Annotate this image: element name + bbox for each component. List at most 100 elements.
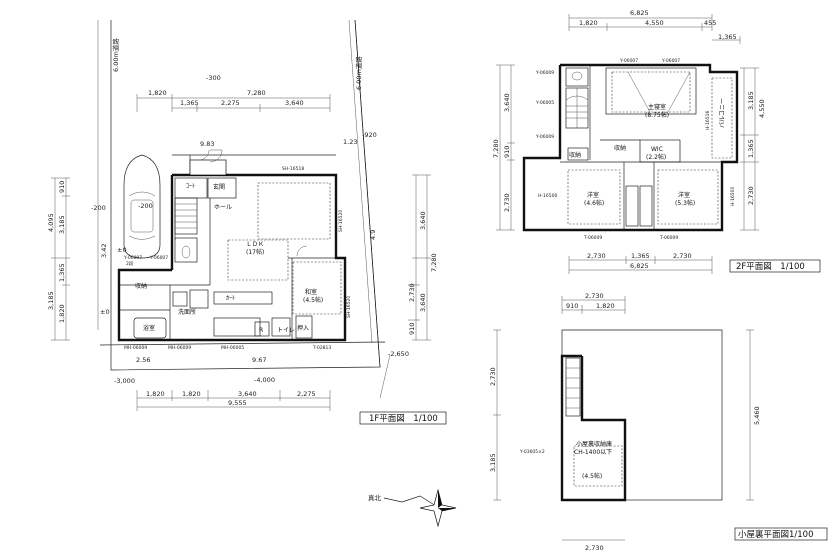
floor2-plan: 6,825 1,820 4,550 455 1,365 2,730 1,365 … — [492, 9, 821, 274]
svg-text:2,275: 2,275 — [297, 390, 316, 398]
svg-text:3,185: 3,185 — [489, 453, 497, 472]
site-boundary — [110, 19, 381, 371]
svg-text:910: 910 — [58, 181, 66, 193]
room-hall: ホール — [214, 204, 232, 211]
room-closet: 押入 — [297, 324, 309, 332]
svg-text:9,555: 9,555 — [228, 399, 247, 407]
f1-left-dims: 4,095 3,185 910 3,185 1,365 1,820 — [47, 177, 70, 341]
room-ldk: ＬＤＫ — [246, 241, 264, 248]
f2-title: 2F平面図 1/100 — [736, 262, 805, 272]
room-fridge: R — [259, 327, 263, 334]
closet-1f — [295, 315, 313, 339]
ldk-area — [227, 239, 289, 281]
svg-text:1,820: 1,820 — [58, 304, 66, 323]
room-storage: 収納 — [135, 282, 147, 290]
f2-labels: 主寝室 (8.75帖) WIC (2.2帖) 洋室 (4.6帖) 洋室 (5.3… — [535, 58, 736, 241]
level-zero-b: ±0 — [100, 308, 110, 316]
svg-text:4,550: 4,550 — [645, 19, 664, 27]
level-bottom-left: -3,000 — [114, 377, 135, 385]
svg-text:MH-06005: MH-06005 — [221, 345, 244, 351]
svg-text:1,365: 1,365 — [631, 252, 650, 260]
f1-title-block: 1F平面図 1/100 — [359, 411, 447, 425]
road-label-right: 6.00m道路 — [354, 56, 363, 90]
f2-left-dims: 3,640 7,280 2,730 910 — [492, 64, 515, 231]
svg-text:3,185: 3,185 — [747, 91, 755, 110]
dim-342: 3.42 — [100, 244, 108, 258]
attic-plan: 2,730 910 1,820 2,730 3,185 5,460 2,730 — [489, 292, 828, 552]
svg-text:Y-06007: Y-06007 — [123, 255, 142, 261]
svg-text:Y-06007: Y-06007 — [149, 255, 168, 261]
attic-room: 小屋裏収納庫 — [576, 440, 612, 448]
svg-text:3,185: 3,185 — [47, 291, 55, 310]
attic-building — [560, 329, 723, 502]
room-japanese-area: (4.5帖) — [303, 296, 323, 304]
svg-text:Y-06005: Y-06005 — [535, 100, 554, 106]
level-car: -200 — [138, 202, 153, 210]
svg-text:H-16516: H-16516 — [705, 111, 711, 130]
f2-building — [522, 63, 739, 232]
f1-labels: ＬＤＫ (17帖) 和室 (4.5帖) 浴室 洗面所 玄関 ホール ｺｰﾄ 収納… — [123, 166, 352, 351]
f1-top-dims: 1,820 7,280 1,365 2,275 3,640 — [136, 89, 331, 112]
svg-text:3,640: 3,640 — [238, 390, 257, 398]
svg-text:3,640: 3,640 — [503, 93, 511, 112]
north-arrow-icon — [383, 495, 437, 507]
svg-text:7,280: 7,280 — [247, 89, 266, 97]
balcony — [711, 77, 733, 159]
svg-text:Y-06009: Y-06009 — [535, 134, 554, 140]
kitchen-counter — [213, 291, 273, 305]
room-japanese: 和室 — [305, 288, 317, 296]
north-arrow: 真北 — [368, 488, 457, 528]
dim-967: 9.67 — [252, 356, 266, 364]
level-left: -200 — [91, 204, 106, 212]
attic-stairs — [565, 357, 581, 417]
svg-text:T-06009: T-06009 — [659, 235, 678, 241]
side-bracket-label: 4.9 — [369, 230, 377, 240]
svg-text:Y-06007: Y-06007 — [619, 58, 638, 64]
room-cloak: ｺｰﾄ — [186, 183, 195, 190]
f2-right-dims: 3,185 4,550 1,365 2,730 — [740, 67, 766, 231]
washbasin — [172, 291, 188, 307]
svg-text:1,820: 1,820 — [182, 390, 201, 398]
room-toilet: トイレ — [277, 327, 295, 334]
f1-right-dims: 3,640 7,280 2,730 3,640 910 — [408, 174, 438, 341]
laundry — [189, 289, 209, 309]
road-edge-bottom — [99, 341, 386, 346]
svg-text:2,730: 2,730 — [587, 252, 606, 260]
attic-title-block: 小屋裏平面図1/100 — [734, 527, 828, 541]
svg-text:2,730: 2,730 — [673, 252, 692, 260]
dim-123: 1.23 — [343, 138, 357, 146]
svg-text:3,640: 3,640 — [419, 293, 427, 312]
svg-text:4,095: 4,095 — [47, 213, 55, 232]
svg-text:2段: 2段 — [126, 260, 134, 267]
level-bottom-mid: -4,000 — [254, 376, 275, 384]
attic-top-dims: 2,730 910 1,820 — [561, 292, 626, 314]
car-icon — [123, 154, 161, 259]
svg-text:2,275: 2,275 — [221, 99, 240, 107]
dim-256: 2.56 — [136, 356, 150, 364]
attic-bottom-dims: 2,730 — [562, 539, 625, 552]
japanese-room — [292, 261, 342, 315]
room-storage-2f-b: 収納 — [614, 144, 626, 152]
level-bottom-right: -2,650 — [388, 350, 409, 358]
svg-text:2,730: 2,730 — [585, 292, 604, 300]
f2-bottom-dims: 2,730 1,365 2,730 6,825 — [568, 252, 713, 274]
attic-room-area: (4.5帖) — [582, 472, 602, 480]
dim-983: 9.83 — [200, 140, 214, 148]
svg-text:SH-16520: SH-16520 — [346, 296, 352, 318]
svg-text:T-02813: T-02813 — [312, 345, 331, 351]
svg-text:7,280: 7,280 — [492, 139, 500, 158]
porch — [189, 159, 227, 176]
level-zero-a: ±0 — [117, 246, 127, 254]
svg-text:1,820: 1,820 — [148, 89, 167, 97]
room-east: 洋室 — [678, 191, 690, 199]
svg-text:3,185: 3,185 — [58, 215, 66, 234]
room-misc: ｶｰﾄ — [226, 295, 235, 302]
room-west: 洋室 — [587, 191, 599, 199]
svg-text:1,820: 1,820 — [596, 302, 615, 310]
svg-text:2,730: 2,730 — [489, 367, 497, 386]
svg-text:Y-06009: Y-06009 — [535, 70, 554, 76]
attic-window: Y-03605×2 — [519, 449, 545, 455]
road-edge-right — [354, 19, 381, 368]
svg-text:H-16500: H-16500 — [730, 187, 736, 206]
f1-title: 1F平面図 1/100 — [369, 414, 438, 424]
